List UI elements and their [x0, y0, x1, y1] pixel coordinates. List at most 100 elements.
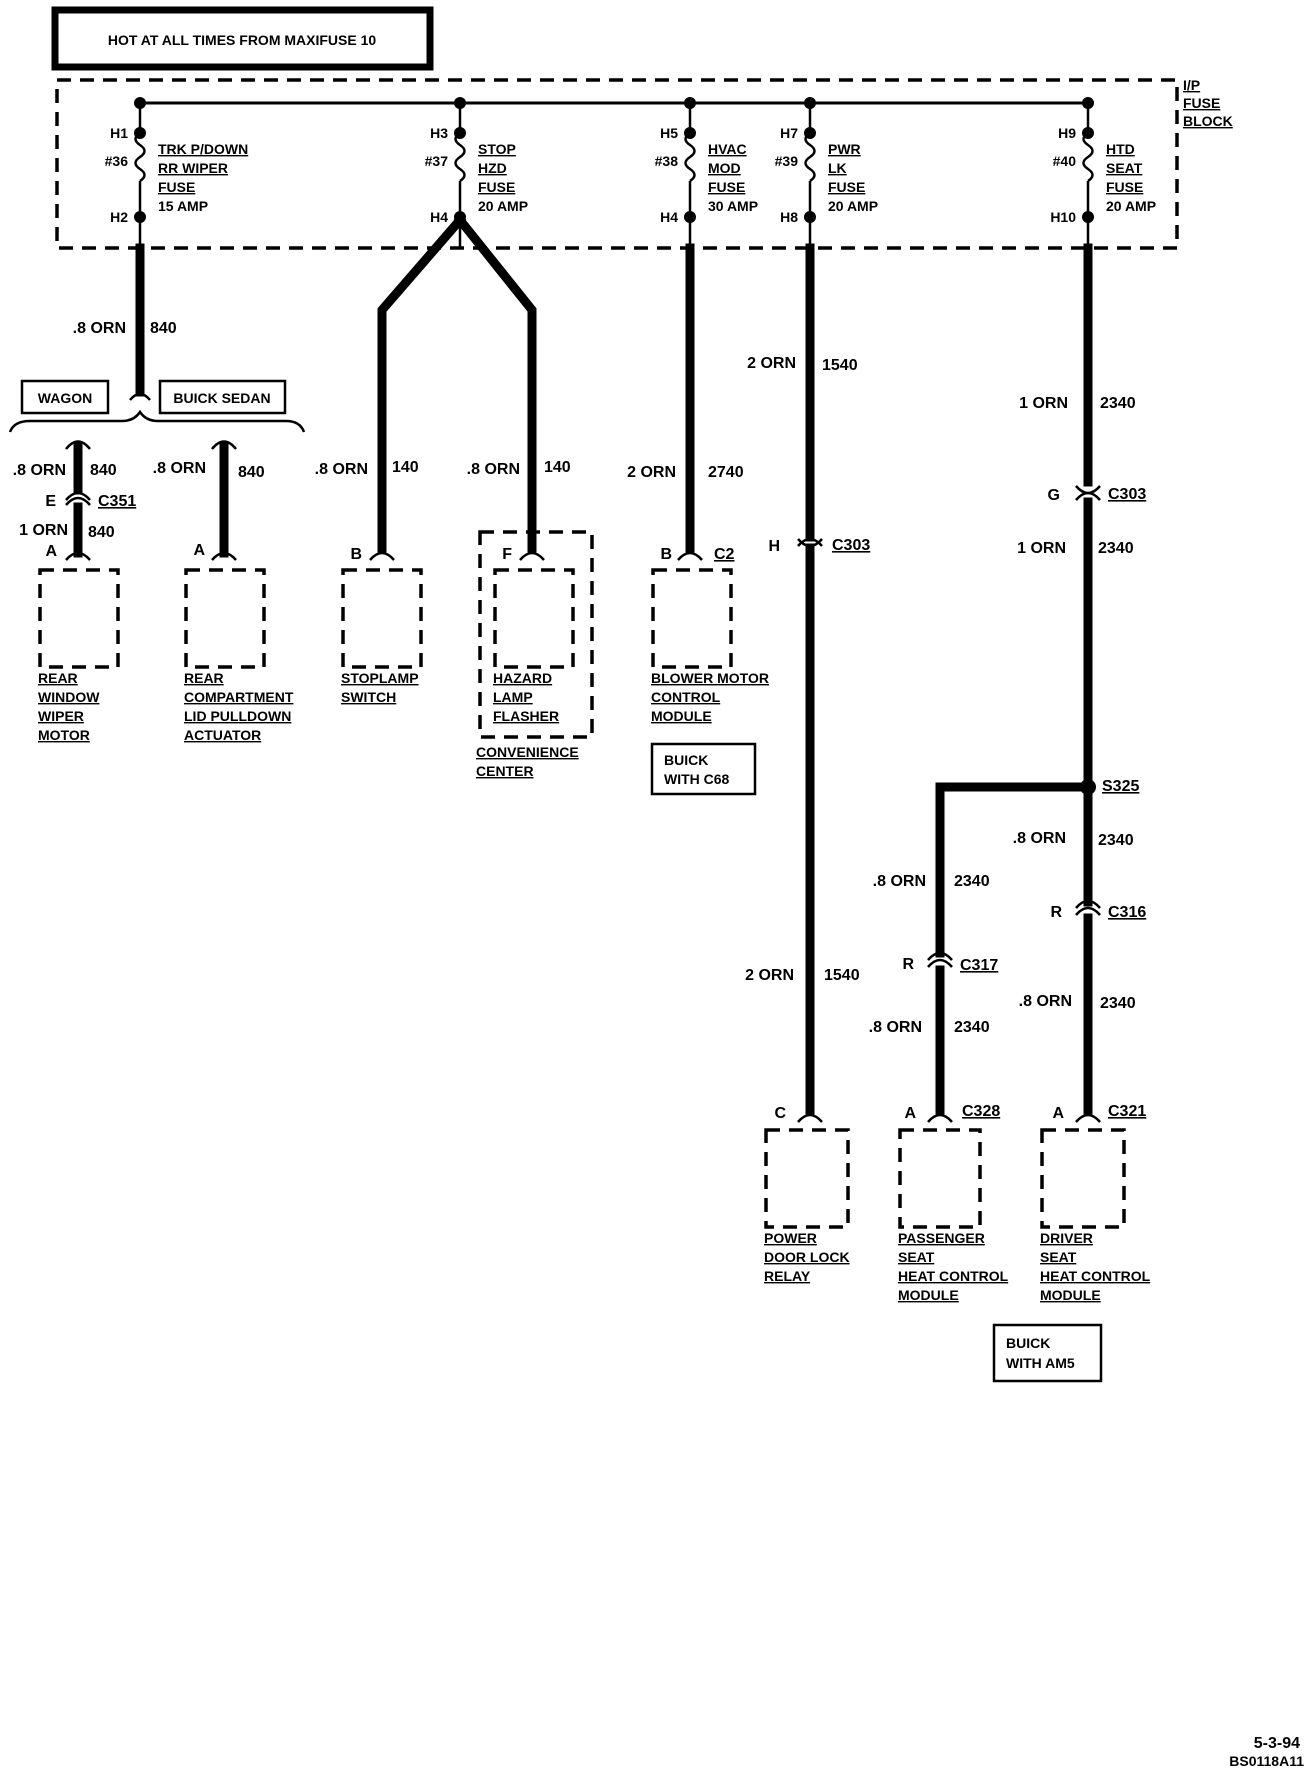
- passenger-label-line: SEAT: [898, 1249, 935, 1265]
- variant-wagon-label: WAGON: [38, 390, 92, 406]
- fuse-name-line: LK: [828, 160, 847, 176]
- connector-c351: [65, 491, 91, 506]
- driver-label-line: MODULE: [1040, 1287, 1101, 1303]
- pulldown-pin: A: [193, 542, 205, 559]
- fuse-name-line: HVAC: [708, 141, 747, 157]
- wire-2740-circuit: 2740: [708, 464, 744, 481]
- fuse-bus-dot: [684, 97, 696, 109]
- wire-2340-s325-right-gauge: .8 ORN: [1013, 830, 1066, 847]
- driver-label-line: SEAT: [1040, 1249, 1077, 1265]
- connector-c316: [1075, 899, 1101, 916]
- fuse-top-terminal: [804, 127, 816, 139]
- fuse-bottom-terminal: [804, 211, 816, 223]
- blower-label-line: CONTROL: [651, 689, 721, 705]
- wire-840-top-gauge: .8 ORN: [73, 320, 126, 337]
- hazard-connector: [519, 551, 545, 561]
- wire-840-top-circuit: 840: [150, 320, 177, 337]
- hazard-label-line: LAMP: [493, 689, 533, 705]
- wire-140-left: [377, 213, 467, 553]
- wire-2340-s325-left-run: [935, 782, 1093, 958]
- wire-1540-upper-gauge: 2 ORN: [747, 355, 796, 372]
- fuse-name-line: FUSE: [708, 179, 745, 195]
- fuse-name-line: TRK P/DOWN: [158, 141, 248, 157]
- passenger-connector: [927, 1113, 953, 1123]
- component-stoplamp-box: [341, 568, 423, 669]
- wiper-label-line: WINDOW: [38, 689, 100, 705]
- fuse-bottom-pin: H8: [780, 209, 798, 225]
- wiper-pin: A: [45, 543, 57, 560]
- fuse-name-line: HTD: [1106, 141, 1135, 157]
- fuse-element: [454, 131, 466, 183]
- footer-date: 5-3-94: [1254, 1735, 1300, 1752]
- fuse-bus-dot: [1082, 97, 1094, 109]
- fuse-element: [804, 131, 816, 183]
- wire-2740-gauge: 2 ORN: [627, 464, 676, 481]
- wiper-label-line: REAR: [38, 670, 78, 686]
- fuse-element: [684, 131, 696, 183]
- wire-2340-top-gauge: 1 ORN: [1019, 395, 1068, 412]
- fuse-bottom-pin: H2: [110, 209, 128, 225]
- blower-pin: B: [660, 546, 672, 563]
- hazard-label-line: HAZARD: [493, 670, 552, 686]
- variant-wagon-box: [20, 379, 110, 415]
- passenger-label-line: PASSENGER: [898, 1230, 985, 1246]
- fuse-rating: 20 AMP: [828, 198, 878, 214]
- fuse-rating: 15 AMP: [158, 198, 208, 214]
- fuse-top-pin: H7: [780, 125, 798, 141]
- wire-1540-lower-gauge: 2 ORN: [745, 967, 794, 984]
- fuse-bottom-pin: H4: [660, 209, 678, 225]
- convenience-center-label-line: CONVENIENCE: [476, 744, 579, 760]
- blower-label-line: MODULE: [651, 708, 712, 724]
- stoplamp-pin: B: [350, 546, 362, 563]
- fuse-rating: 20 AMP: [1106, 198, 1156, 214]
- fuse-name-line: FUSE: [478, 179, 515, 195]
- note-driver-line-1: BUICK: [1006, 1335, 1050, 1351]
- wire-2340-s325-right-circuit: 2340: [1098, 832, 1134, 849]
- wire-2340-mid-gauge: 1 ORN: [1017, 540, 1066, 557]
- fuse-bottom-terminal: [684, 211, 696, 223]
- hazard-pin: F: [502, 546, 512, 563]
- component-driver-box: [1040, 1128, 1126, 1229]
- connector-c351-pin: E: [45, 493, 56, 510]
- fuse-top-pin: H3: [430, 125, 448, 141]
- fuse-element: [1082, 131, 1094, 183]
- component-hazard-box: [493, 568, 575, 669]
- passenger-connector-name: C328: [962, 1103, 1000, 1120]
- component-pulldown-box: [184, 568, 266, 669]
- wire-840-wagon-lower-circuit: 840: [88, 524, 115, 541]
- doorlock-label-line: DOOR LOCK: [764, 1249, 850, 1265]
- variant-sedan-box: [158, 379, 287, 415]
- wagon-top-connector: [65, 440, 91, 450]
- pulldown-connector: [211, 551, 237, 561]
- fuse-number: #37: [425, 153, 449, 169]
- passenger-label-line: HEAT CONTROL: [898, 1268, 1009, 1284]
- pulldown-label-line: COMPARTMENT: [184, 689, 294, 705]
- blower-connector-name: C2: [714, 546, 735, 563]
- fuse-name-line: FUSE: [1106, 179, 1143, 195]
- convenience-center-box: [478, 530, 594, 739]
- fuse-top-pin: H1: [110, 125, 128, 141]
- fuse-bottom-pin: H4: [430, 209, 448, 225]
- connector-c317-name: C317: [960, 957, 998, 974]
- pulldown-label-line: ACTUATOR: [184, 727, 261, 743]
- wire-840-wagon-upper-circuit: 840: [90, 462, 117, 479]
- fuse-bottom-terminal: [134, 211, 146, 223]
- connector-c316-pin: R: [1050, 904, 1062, 921]
- note-blower-line-2: WITH C68: [664, 771, 730, 787]
- wire-2340-mid-circuit: 2340: [1098, 540, 1134, 557]
- wiper-connector: [65, 551, 91, 561]
- sedan-top-connector: [211, 440, 237, 450]
- stoplamp-connector: [369, 551, 395, 561]
- variant-bracket: [8, 409, 306, 433]
- fuse-name-line: MOD: [708, 160, 741, 176]
- fuse-name-line: STOP: [478, 141, 516, 157]
- wire-2340-s325-left-circuit: 2340: [954, 873, 990, 890]
- wire-140-right-gauge: .8 ORN: [467, 461, 520, 478]
- doorlock-label-line: RELAY: [764, 1268, 811, 1284]
- fuse-bottom-terminal: [1082, 211, 1094, 223]
- fuse-number: #38: [655, 153, 679, 169]
